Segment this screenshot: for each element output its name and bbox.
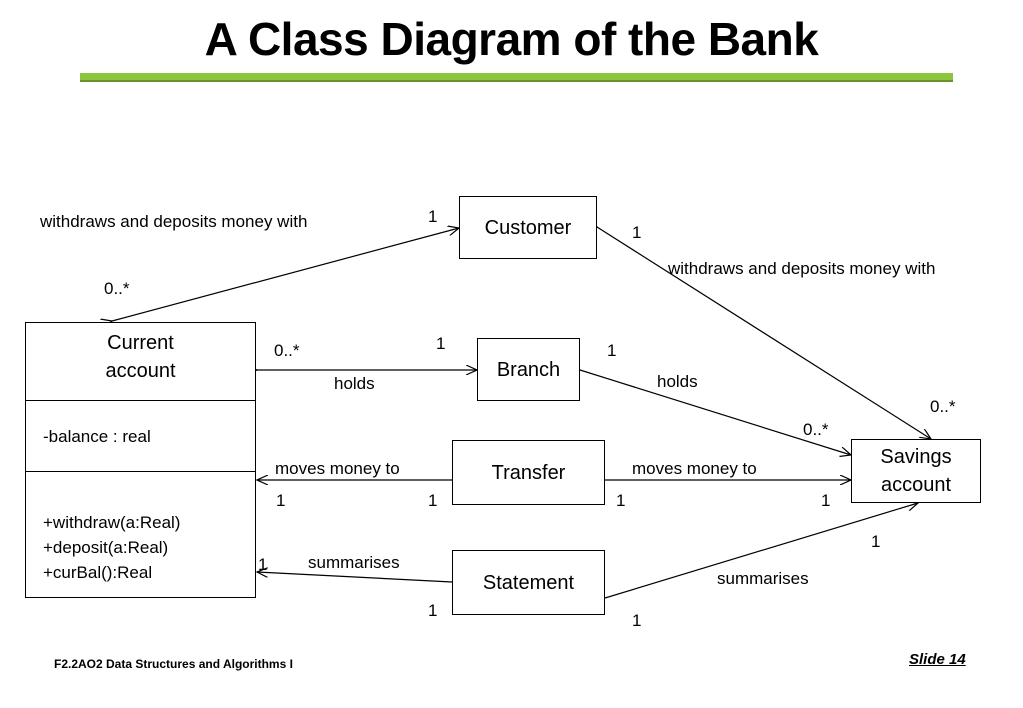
title-underline-shadow xyxy=(80,80,953,82)
class-statement: Statement xyxy=(452,550,605,615)
line-statement-savings xyxy=(604,503,918,599)
savings-account-name-line2: account xyxy=(880,474,952,496)
mult-branch-right: 1 xyxy=(607,341,617,360)
line-customer-current xyxy=(112,228,459,321)
label-withdraws-right: withdraws and deposits money with xyxy=(668,259,936,278)
slide-title: A Class Diagram of the Bank xyxy=(204,13,819,65)
label-holds-left: holds xyxy=(334,374,375,393)
line-statement-current xyxy=(257,572,453,583)
savings-account-name-line1: Savings xyxy=(880,446,952,468)
current-account-name-line1: Current xyxy=(107,332,174,354)
mult-savings-statement: 1 xyxy=(871,532,881,551)
line-branch-savings xyxy=(580,370,851,455)
mult-current-statement: 1 xyxy=(258,555,268,574)
operation-withdraw: +withdraw(a:Real) xyxy=(43,513,181,532)
title-underline xyxy=(80,73,953,80)
class-current-account-name: Current account xyxy=(26,323,255,401)
label-moves-right: moves money to xyxy=(632,459,757,478)
mult-customer-right: 1 xyxy=(632,223,642,242)
current-account-name-line2: account xyxy=(105,360,176,382)
operation-deposit: +deposit(a:Real) xyxy=(43,538,169,557)
mult-current-branch: 0..* xyxy=(274,341,300,360)
class-savings-account: Savings account xyxy=(851,439,981,503)
label-moves-left: moves money to xyxy=(275,459,400,478)
mult-transfer-left: 1 xyxy=(428,491,438,510)
mult-branch-left: 1 xyxy=(436,334,446,353)
mult-current-transfer: 1 xyxy=(276,491,286,510)
mult-statement-right: 1 xyxy=(632,611,642,630)
mult-savings-transfer: 1 xyxy=(821,491,831,510)
line-customer-savings xyxy=(597,227,931,439)
label-withdraws-left: withdraws and deposits money with xyxy=(40,212,308,231)
mult-savings-branch: 0..* xyxy=(803,420,829,439)
mult-savings-customer: 0..* xyxy=(930,397,956,416)
class-branch: Branch xyxy=(477,338,580,401)
slide-number: Slide 14 xyxy=(909,651,966,668)
course-footer: F2.2AO2 Data Structures and Algorithms I xyxy=(54,657,293,671)
class-current-account-operations: +withdraw(a:Real) +deposit(a:Real) +curB… xyxy=(26,472,255,585)
operation-curbal: +curBal():Real xyxy=(43,563,153,582)
mult-statement-left: 1 xyxy=(428,601,438,620)
label-holds-right: holds xyxy=(657,372,698,391)
label-summarises-left: summarises xyxy=(308,553,400,572)
label-summarises-right: summarises xyxy=(717,569,809,588)
mult-customer-left: 1 xyxy=(428,207,438,226)
mult-current-customer: 0..* xyxy=(104,279,130,298)
mult-transfer-right: 1 xyxy=(616,491,626,510)
class-transfer: Transfer xyxy=(452,440,605,505)
class-current-account-attribute: -balance : real xyxy=(26,401,255,472)
class-customer: Customer xyxy=(459,196,597,259)
class-current-account: Current account -balance : real +withdra… xyxy=(25,322,256,598)
